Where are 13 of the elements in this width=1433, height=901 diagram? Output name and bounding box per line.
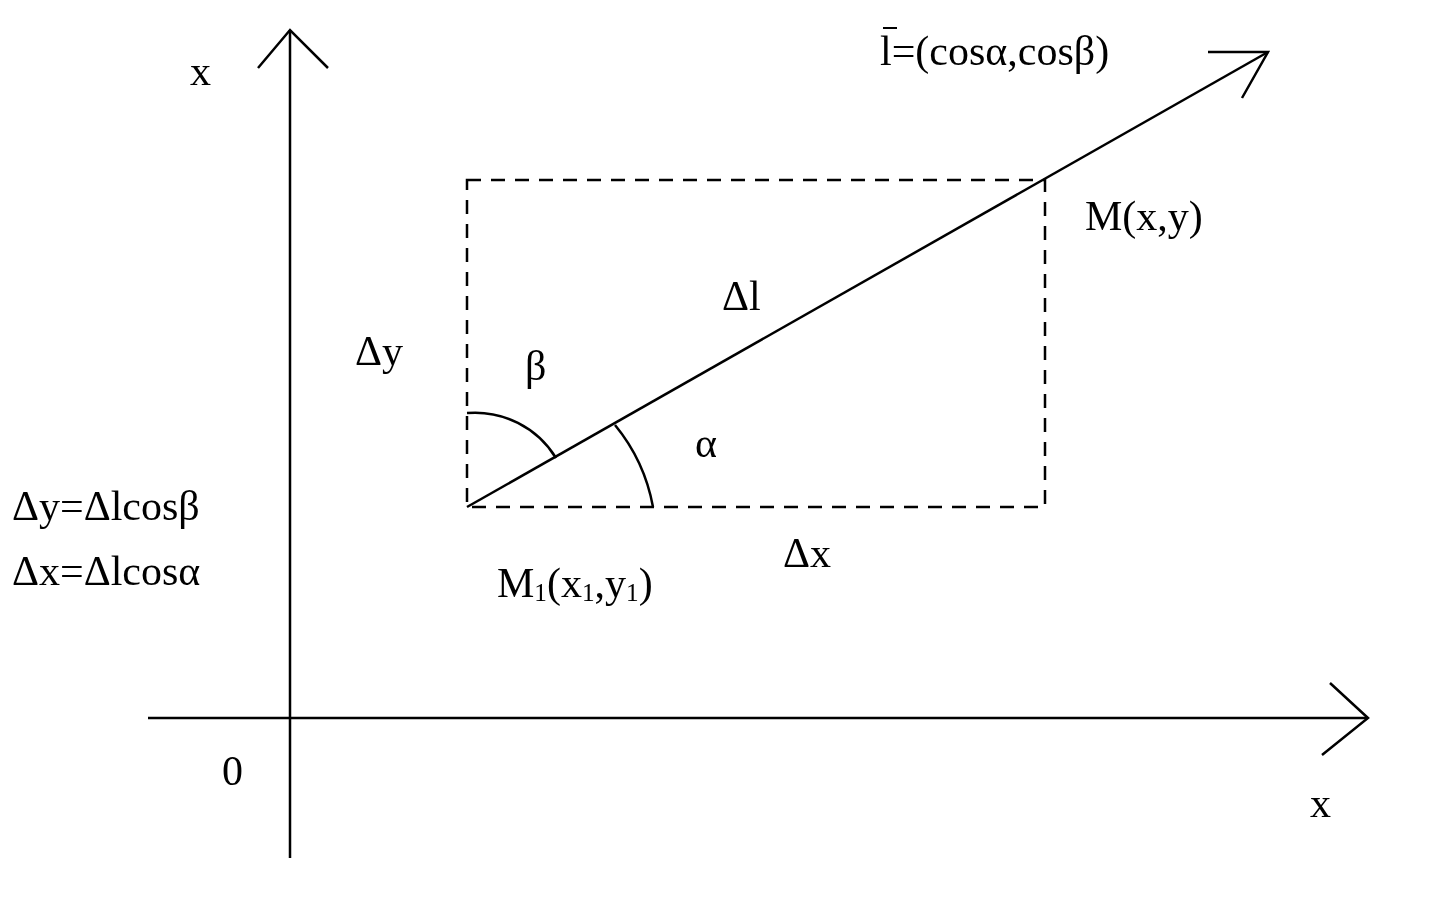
angle-label: α	[695, 422, 717, 464]
angle-label: β	[525, 345, 547, 387]
axis-label: x	[1310, 782, 1331, 824]
axis-label: x	[190, 50, 211, 92]
vector-formula: l=(cosα,cosβ)	[880, 30, 1110, 72]
segment-label: Δl	[722, 275, 761, 317]
increment-label: Δy	[355, 330, 403, 372]
formula-text: Δy=Δlcosβ	[12, 485, 200, 527]
formula-text: Δx=Δlcosα	[12, 550, 201, 592]
point-label: M(x,y)	[1085, 195, 1203, 237]
origin-label: 0	[222, 750, 243, 792]
increment-label: Δx	[783, 532, 831, 574]
point-label: M$_{1}$(x$_{1}$,y$_{1}$)	[497, 562, 653, 605]
